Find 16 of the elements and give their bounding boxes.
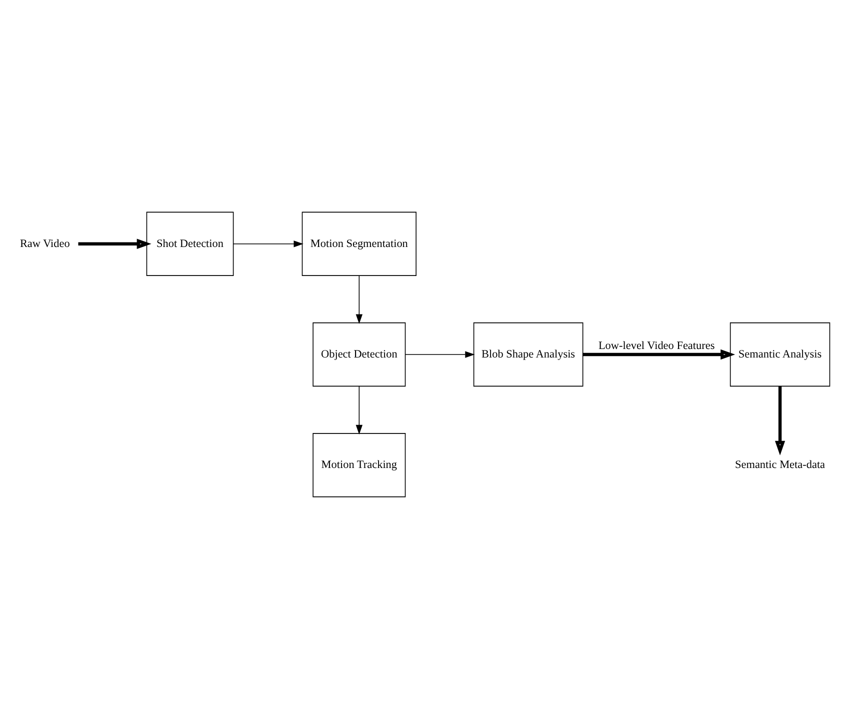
- arrow: [78, 238, 152, 248]
- arrow: [774, 386, 786, 455]
- arrow: [582, 348, 736, 360]
- node-text: Raw Video: [20, 237, 70, 250]
- node-box: Motion Segmentation: [302, 211, 416, 276]
- node-box: Blob Shape Analysis: [473, 322, 584, 386]
- node-text: Semantic Meta-data: [735, 458, 826, 471]
- node-box: Semantic Analysis: [730, 322, 830, 386]
- arrow: [405, 350, 475, 358]
- arrow: [356, 274, 363, 324]
- node-box: Object Detection: [312, 322, 406, 386]
- arrow: [232, 240, 304, 247]
- node-box: Motion Tracking: [312, 432, 406, 497]
- edge-label: Low-level Video Features: [598, 340, 715, 352]
- node-box: Shot Detection: [146, 211, 234, 276]
- arrow: [356, 385, 363, 434]
